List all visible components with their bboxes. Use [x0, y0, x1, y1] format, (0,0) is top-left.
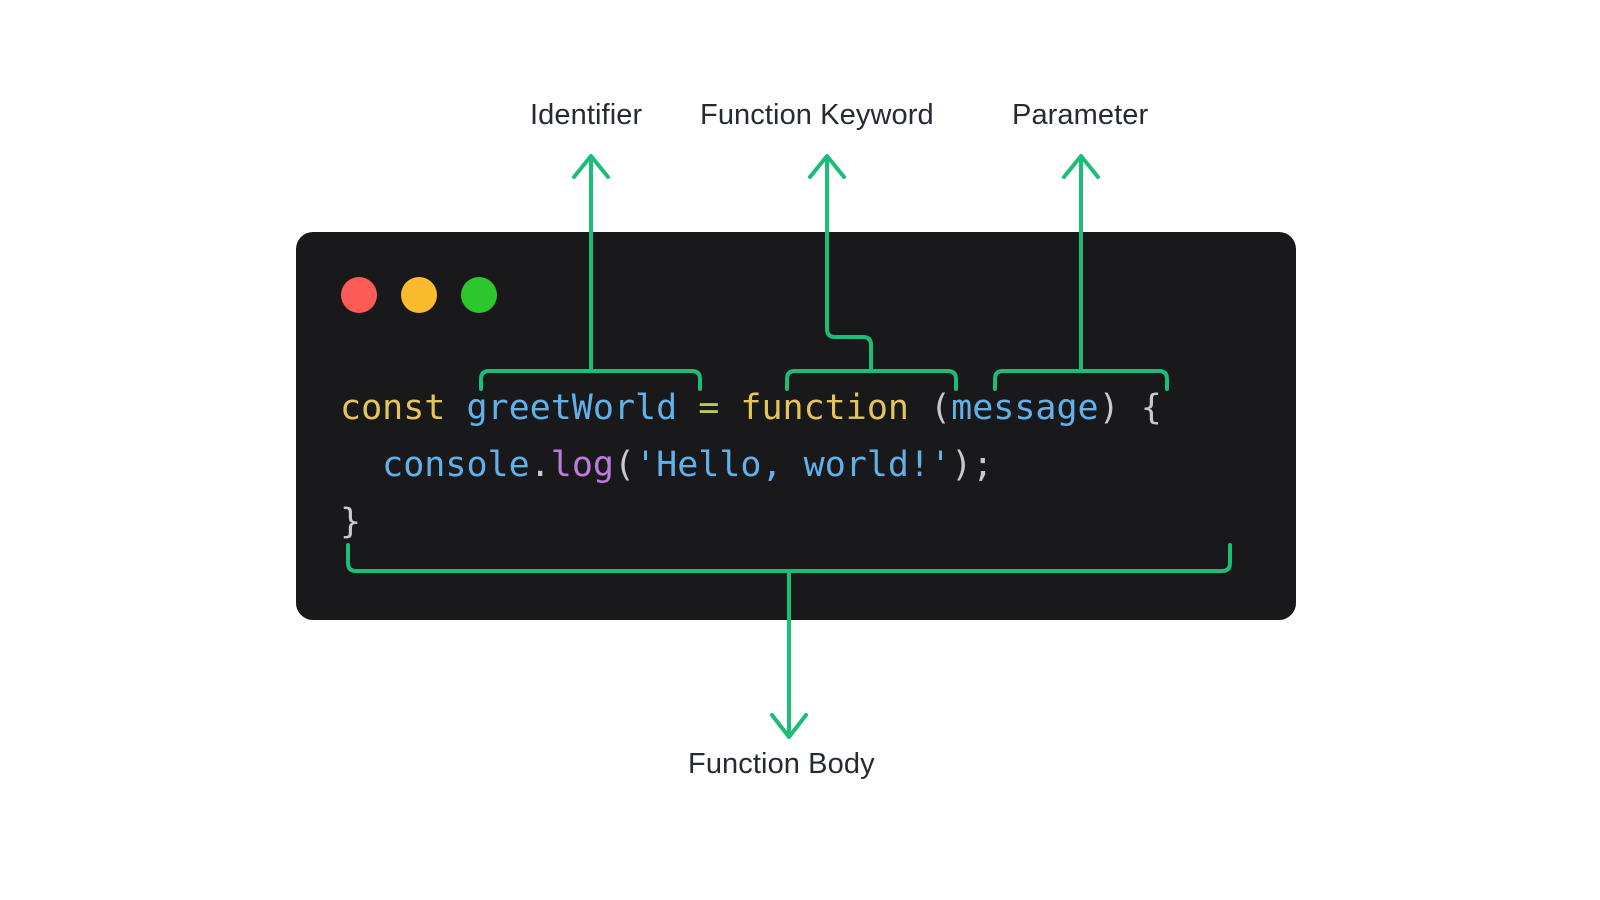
annotation-label-identifier: Identifier: [530, 99, 643, 131]
code-block: const greetWorld = function (message) { …: [340, 380, 1162, 551]
minimize-button-icon[interactable]: [401, 277, 437, 313]
code-line-2: console.log('Hello, world!');: [382, 445, 994, 485]
arrowhead-identifier: [572, 154, 610, 179]
code-line-3: }: [340, 502, 362, 542]
annotation-label-function-body: Function Body: [688, 748, 875, 780]
window-traffic-lights: [341, 277, 497, 313]
arrowhead-function-keyword: [808, 154, 846, 179]
code-window: const greetWorld = function (message) { …: [296, 232, 1296, 620]
code-line-1: const greetWorld = function (message) {: [340, 388, 1162, 428]
arrowhead-parameter: [1062, 154, 1100, 179]
close-button-icon[interactable]: [341, 277, 377, 313]
maximize-button-icon[interactable]: [461, 277, 497, 313]
arrowhead-function-body: [770, 713, 808, 739]
annotation-label-function-keyword: Function Keyword: [700, 99, 934, 131]
annotation-label-parameter: Parameter: [1012, 99, 1149, 131]
